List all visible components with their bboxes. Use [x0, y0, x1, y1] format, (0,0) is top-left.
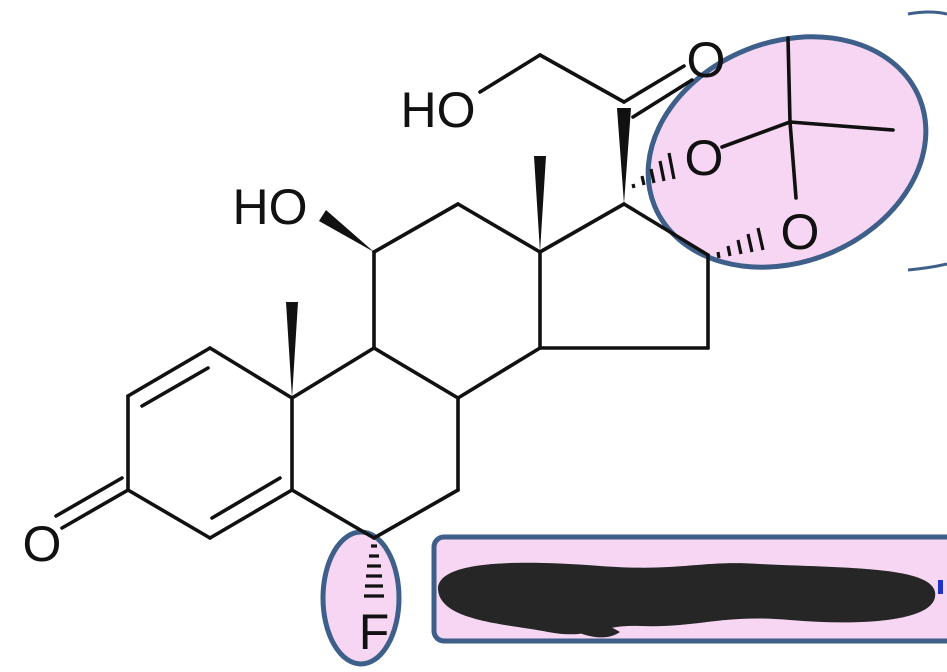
acetonide-highlight-ellipse [645, 34, 929, 270]
wedge-c13-methyl [534, 156, 546, 252]
hash-bonds [364, 152, 765, 598]
ketone-oxygen-label-c3: O [23, 516, 62, 572]
hydroxyl-label-c11: HO [233, 179, 308, 235]
wedge-bonds [286, 108, 631, 398]
wedge-c17-sidechain [617, 108, 631, 204]
right-bracket-top [907, 10, 947, 16]
ketone-oxygen-label-c20: O [687, 32, 726, 88]
redaction-scribble [438, 562, 936, 638]
bond-skeleton [54, 36, 895, 540]
hydroxyl-label-c21: HO [401, 82, 476, 138]
text-fragment-edge [938, 580, 943, 594]
right-bracket-bottom [907, 262, 947, 272]
ring-oxygen-label-upper: O [685, 130, 724, 186]
ring-oxygen-label-lower: O [781, 204, 820, 260]
fluorine-label: F [359, 604, 390, 660]
wedge-c11-oh [319, 210, 374, 252]
wedge-c10-methyl [286, 302, 298, 398]
